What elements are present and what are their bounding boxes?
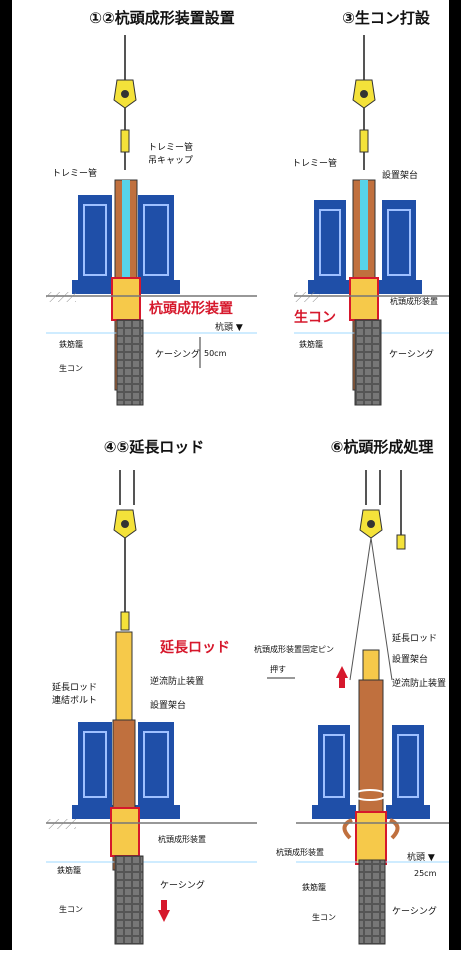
label-dim: 50cm	[204, 349, 227, 358]
ground-hatch	[46, 292, 76, 302]
pile-head-device	[355, 811, 387, 865]
construction-diagram: ①②杭頭成形装置設置 トレミー管 トレミー管 吊キャップ 杭頭成形装置	[12, 0, 449, 950]
label-big-device: 杭頭成形装置	[149, 300, 233, 317]
up-arrow	[336, 666, 348, 688]
machine-left	[72, 722, 180, 819]
label-tremie-cap-1: トレミー管	[148, 141, 193, 153]
label-rebar: 鉄筋籠	[302, 882, 326, 892]
label-bolt-1: 延長ロッド	[52, 681, 97, 693]
rotation-mark	[353, 789, 387, 801]
panel-2: ③生コン打設 トレミー管 設置架台 杭頭成形装置 生コン 鉄筋籠 ケーシング	[292, 9, 449, 406]
sling-left	[349, 537, 372, 681]
label-rod: 延長ロッド	[392, 632, 437, 644]
hook-weight	[120, 129, 130, 153]
side-weight	[396, 534, 406, 550]
panel-1-title: ①②杭頭成形装置設置	[89, 9, 234, 27]
label-backflow: 逆流防止装置	[392, 677, 446, 689]
machine-right	[312, 725, 430, 819]
panel-3-title: ④⑤延長ロッド	[104, 438, 204, 456]
casing	[358, 859, 386, 945]
ground-hatch	[46, 819, 76, 829]
hook-pulley	[360, 90, 368, 98]
label-frame: 設置架台	[382, 169, 418, 181]
casing	[354, 319, 382, 406]
label-device: 杭頭成形装置	[390, 296, 438, 306]
label-frame: 設置架台	[150, 699, 186, 711]
label-pin: 杭頭成形装置固定ピン	[254, 644, 334, 654]
panel-3: ④⑤延長ロッド 延長ロッド 延長ロッド 連結ボルト 逆流防止装置 設置架台 杭頭…	[46, 438, 257, 945]
label-push: 押す	[270, 664, 286, 674]
right-border	[449, 0, 461, 950]
machine-left	[72, 195, 180, 294]
label-concrete: 生コン	[312, 912, 336, 922]
label-casing: ケーシング	[389, 348, 434, 360]
sling-right	[370, 537, 393, 681]
label-casing: ケーシング	[392, 905, 437, 917]
label-big-rod: 延長ロッド	[159, 639, 230, 656]
water-column	[360, 180, 368, 270]
label-tremie: トレミー管	[292, 157, 337, 169]
label-concrete: 生コン	[59, 904, 83, 914]
label-tremie-left: トレミー管	[52, 167, 97, 179]
pile-head-device	[110, 807, 140, 857]
extension-rod	[115, 631, 133, 723]
label-device: 杭頭成形装置	[276, 847, 324, 857]
rotate-arrow-right	[389, 818, 400, 840]
pile-head-device	[111, 277, 141, 321]
hook-pulley	[121, 520, 129, 528]
label-rebar: 鉄筋籠	[59, 339, 83, 349]
label-rebar: 鉄筋籠	[299, 339, 323, 349]
label-casing: ケーシング	[160, 879, 205, 891]
label-pile-head: 杭頭 ▼	[407, 851, 435, 863]
hook-pulley	[367, 520, 375, 528]
label-backflow: 逆流防止装置	[150, 675, 204, 687]
label-concrete: 生コン	[59, 363, 83, 373]
casing	[114, 855, 144, 945]
label-frame: 設置架台	[392, 653, 428, 665]
left-border	[0, 0, 12, 950]
label-tremie-cap-2: 吊キャップ	[148, 155, 193, 166]
hook-weight	[120, 611, 130, 631]
machine-right	[308, 200, 422, 294]
label-bolt-2: 連結ボルト	[52, 694, 97, 706]
casing	[116, 319, 144, 406]
label-rebar: 鉄筋籠	[57, 865, 81, 875]
label-casing: ケーシング	[155, 348, 200, 360]
label-pile-head: 杭頭 ▼	[215, 321, 243, 333]
panel-4-title: ⑥杭頭形成処理	[331, 438, 434, 456]
panel-1: ①②杭頭成形装置設置 トレミー管 トレミー管 吊キャップ 杭頭成形装置	[46, 9, 257, 406]
up-arrow	[158, 900, 170, 922]
label-dim: 25cm	[414, 869, 437, 878]
hook-weight	[359, 129, 369, 153]
hook-pulley	[121, 90, 129, 98]
rotate-arrow-left	[342, 818, 353, 840]
label-device: 杭頭成形装置	[158, 834, 206, 844]
panel-4: ⑥杭頭形成処理 杭頭成形装置固定ピン 押す 延長ロッド 設置架台	[254, 438, 449, 945]
ground-hatch	[294, 292, 320, 302]
label-big-concrete: 生コン	[294, 309, 336, 326]
water-column	[122, 180, 130, 370]
diagram-svg: ①②杭頭成形装置設置 トレミー管 トレミー管 吊キャップ 杭頭成形装置	[46, 9, 449, 945]
pile-head-device	[349, 277, 379, 321]
panel-2-title: ③生コン打設	[342, 9, 431, 27]
